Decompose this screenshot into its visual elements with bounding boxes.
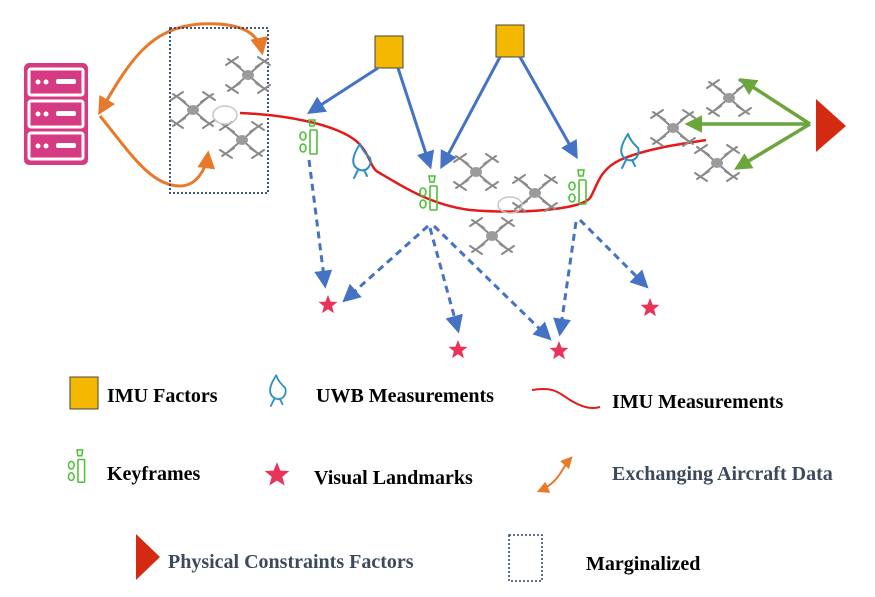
exchange-arrows [98,22,268,188]
physical-constraint-edges [684,78,811,170]
server-icon [24,63,88,165]
imu-factor-edges [306,56,578,170]
legend-uwb-icon [269,374,287,407]
drone-icon [453,153,558,255]
imu-measurement-trajectory [239,111,707,213]
physical-constraint-factor [816,99,846,152]
legend-marginalized-icon [508,534,543,582]
imu-factor [374,24,525,69]
legend-keyframe-icon [67,449,86,484]
drone-icon [170,56,271,159]
marginalized-box [169,27,269,194]
legend-physical-constraint-icon [136,534,160,580]
legend-keyframes-label: Keyframes [107,463,201,485]
drone-icon [650,79,752,182]
legend-physical-constraints-label: Physical Constraints Factors [168,551,414,573]
legend-marginalized-label: Marginalized [586,553,701,575]
legend-uwb-measurements-label: UWB Measurements [316,385,494,407]
legend-exchanging-aircraft-data-label: Exchanging Aircraft Data [612,463,833,485]
legend-imu-factor-icon [69,376,99,410]
star-icon [318,295,660,360]
legend-landmark-icon [264,462,290,486]
legend-visual-landmarks-label: Visual Landmarks [314,467,473,489]
landmark-edges [307,159,649,341]
legend-exchange-icon [536,456,573,493]
legend-imu-factors-label: IMU Factors [107,385,218,407]
legend-imu-measurement-icon [531,388,601,410]
legend-imu-measurements-label: IMU Measurements [612,391,784,413]
